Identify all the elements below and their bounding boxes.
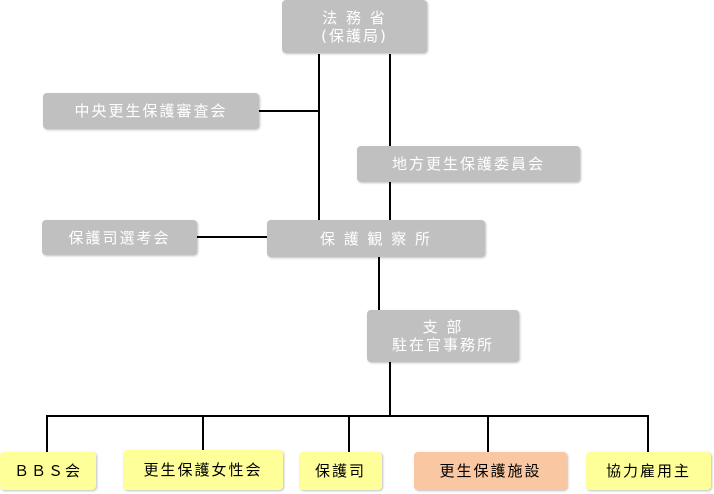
connector-to-womens-association — [202, 415, 204, 450]
central-council-box: 中央更生保護審査会 — [43, 93, 259, 129]
connector-selection-committee — [197, 236, 267, 238]
branch-office-box: 支 部 駐在官事務所 — [367, 310, 519, 362]
connector-regional-to-probation — [389, 182, 391, 220]
connector-central-council — [259, 110, 319, 112]
connector-probation-to-branch — [378, 257, 380, 310]
womens-association-box: 更生保護女性会 — [123, 450, 283, 490]
connector-bottom-bus — [46, 415, 649, 417]
connector-ministry-to-regional — [389, 54, 391, 146]
volunteer-probation-officer-box: 保護司 — [299, 452, 382, 490]
ministry-of-justice-box: 法 務 省 (保護局) — [282, 0, 427, 53]
connector-branch-down — [389, 362, 391, 416]
cooperating-employer-box: 協力雇用主 — [586, 452, 711, 490]
connector-ministry-to-probation — [318, 54, 320, 220]
volunteer-selection-committee-box: 保護司選考会 — [42, 220, 197, 255]
connector-to-rehab-facility — [487, 415, 489, 452]
connector-to-cooperating-employer — [647, 415, 649, 452]
regional-board-box: 地方更生保護委員会 — [357, 146, 580, 182]
connector-to-bbs — [46, 415, 48, 452]
rehabilitation-facility-box: 更生保護施設 — [414, 452, 567, 490]
probation-office-box: 保 護 観 察 所 — [267, 220, 485, 257]
connector-to-volunteer-pp — [348, 415, 350, 452]
bbs-association-box: ＢＢＳ会 — [0, 452, 96, 490]
